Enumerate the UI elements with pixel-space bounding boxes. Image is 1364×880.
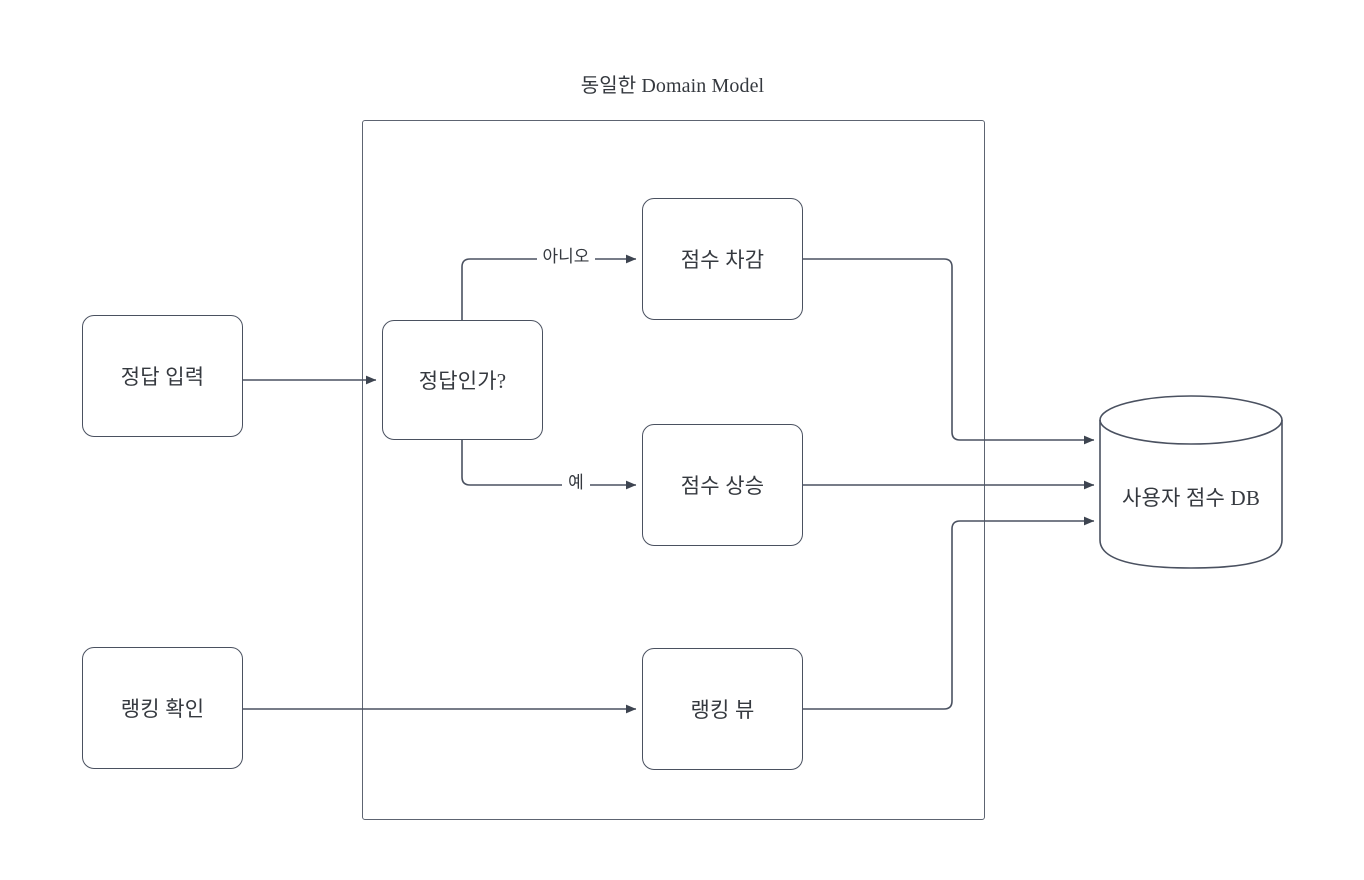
node-answer-input[interactable]: 정답 입력 (82, 315, 243, 437)
domain-model-container (362, 120, 985, 820)
node-ranking-view-label: 랭킹 뷰 (690, 698, 755, 722)
node-answer-input-label: 정답 입력 (120, 365, 205, 389)
edge-label-yes: 예 (562, 473, 590, 493)
node-score-deduct-label: 점수 차감 (680, 248, 765, 272)
edge-label-no: 아니오 (537, 247, 595, 267)
node-score-increase-label: 점수 상승 (680, 474, 765, 498)
node-is-correct[interactable]: 정답인가? (382, 320, 543, 440)
node-is-correct-label: 정답인가? (418, 369, 507, 393)
db-cylinder-top (1099, 395, 1283, 445)
node-score-deduct[interactable]: 점수 차감 (642, 198, 803, 320)
node-score-increase[interactable]: 점수 상승 (642, 424, 803, 546)
node-ranking-view[interactable]: 랭킹 뷰 (642, 648, 803, 770)
node-ranking-check-label: 랭킹 확인 (120, 697, 205, 721)
node-ranking-check[interactable]: 랭킹 확인 (82, 647, 243, 769)
page-title: 동일한 Domain Model (580, 75, 765, 97)
node-user-score-db-label: 사용자 점수 DB (1121, 486, 1261, 510)
